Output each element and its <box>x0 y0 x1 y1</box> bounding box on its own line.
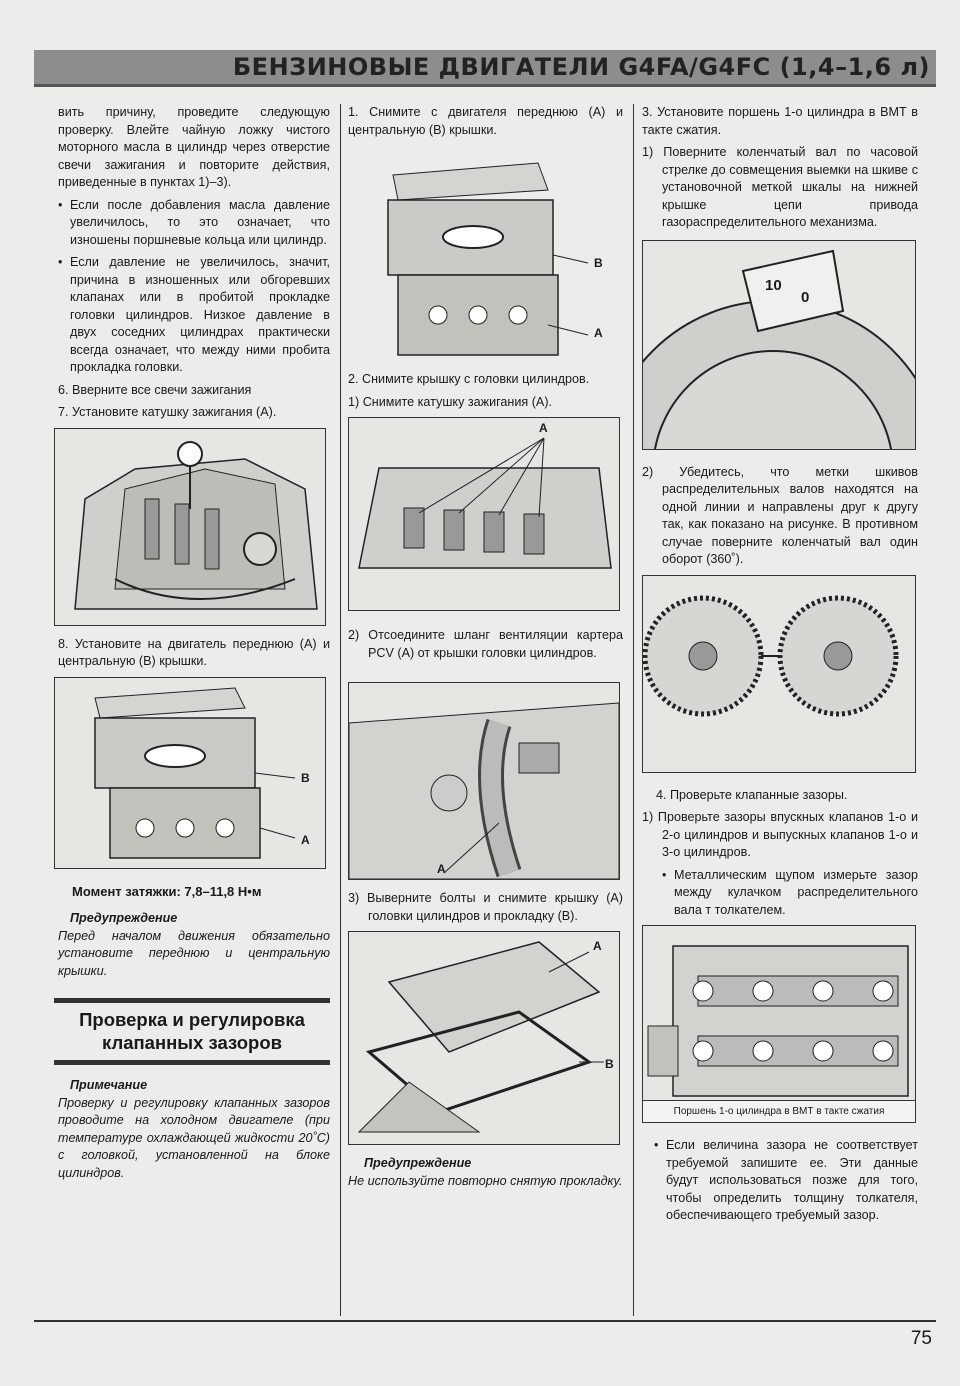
column-2: 1. Снимите с двигателя переднюю (А) и це… <box>348 104 623 1190</box>
figure-ignition-coils: A <box>348 417 620 611</box>
figure-caption: Поршень 1-о цилиндра в ВМТ в такте сжати… <box>643 1099 915 1122</box>
column-separator <box>340 104 341 1316</box>
page-header: БЕНЗИНОВЫЕ ДВИГАТЕЛИ G4FA/G4FC (1,4–1,6 … <box>34 50 936 87</box>
footer-rule <box>34 1320 936 1322</box>
figure-ignition-coil <box>54 427 326 626</box>
engine-covers-illustration <box>55 677 325 868</box>
pcv-hose-illustration <box>349 683 619 879</box>
label-a: A <box>539 421 548 435</box>
cylinder-head-top-illustration <box>643 926 915 1122</box>
figure-pcv-hose: A <box>348 682 620 880</box>
step-7: 7. Установите катушку зажигания (А). <box>58 405 277 419</box>
scale-mark-0: 0 <box>801 288 810 306</box>
step-1: 1. Снимите с двигателя переднюю (А) и це… <box>348 105 623 137</box>
figure-timing-scale: 10 0 <box>642 239 916 450</box>
note-text: Проверку и регулировку клапанных зазоров… <box>58 1095 330 1180</box>
bullet-item: Если величина зазора не соответствует тр… <box>654 1137 918 1225</box>
figure-remove-covers: B A <box>348 145 616 361</box>
label-a: A <box>437 862 446 876</box>
figure-engine-covers: B A <box>54 676 326 869</box>
bullet-item: Если давление не увеличилось, значит, пр… <box>58 254 330 377</box>
step-3-1: 1) Поверните коленчатый вал по часовой с… <box>642 145 918 229</box>
step-8: 8. Установите на двигатель переднюю (А) … <box>58 636 330 669</box>
figure-valve-clearance: Поршень 1-о цилиндра в ВМТ в такте сжати… <box>642 925 916 1123</box>
step-4: 4. Проверьте клапанные зазоры. <box>656 787 848 802</box>
step-3-2: 2) Убедитесь, что метки шкивов распредел… <box>642 464 918 567</box>
step-2: 2. Снимите крышку с головки цилиндров. <box>348 372 590 386</box>
warning-heading: Предупреждение <box>364 1156 472 1170</box>
figure-camshaft-marks <box>642 574 916 773</box>
engine-illustration <box>55 428 325 625</box>
warning-heading: Предупреждение <box>70 911 178 925</box>
label-b: B <box>605 1057 614 1071</box>
camshaft-sprockets-illustration <box>643 575 915 772</box>
step-6: 6. Вверните все свечи зажигания <box>58 382 252 397</box>
label-a: A <box>594 326 603 340</box>
label-b: B <box>301 770 310 785</box>
step-4-1: 1) Проверьте зазоры впускных клапанов 1-… <box>642 810 918 859</box>
header-title: БЕНЗИНОВЫЕ ДВИГАТЕЛИ G4FA/G4FC (1,4–1,6 … <box>232 53 930 81</box>
page-number: 75 <box>910 1328 932 1349</box>
step-2-2: 2) Отсоедините шланг вентиляции картера … <box>348 628 623 660</box>
bullet-item: Если после добавления масла давление уве… <box>58 197 330 250</box>
label-b: B <box>594 256 603 270</box>
paragraph: вить причину, проведите следующую провер… <box>58 105 330 189</box>
section-title: Проверка и регулировка клапанных зазоров <box>54 998 330 1065</box>
figure-cover-gasket: A B <box>348 931 620 1145</box>
cover-gasket-illustration <box>349 932 619 1144</box>
torque-spec: Момент затяжки: 7,8–11,8 Н•м <box>72 883 262 899</box>
column-1: вить причину, проведите следующую провер… <box>54 104 330 1182</box>
crankshaft-pulley-illustration <box>643 240 915 449</box>
label-a: A <box>301 832 310 847</box>
warning-text: Не используйте повторно снятую прокладку… <box>348 1173 623 1188</box>
bullet-item: Металлическим щупом измерьте зазор между… <box>662 867 918 920</box>
scale-mark-10: 10 <box>765 276 782 294</box>
column-3: 3. Установите поршень 1-о цилиндра в ВМТ… <box>642 104 918 1230</box>
step-2-1: 1) Снимите катушку зажигания (А). <box>348 394 553 409</box>
warning-text: Перед началом движения обязательно устан… <box>58 928 330 978</box>
column-separator <box>633 104 634 1316</box>
label-a: A <box>593 939 602 953</box>
note-heading: Примечание <box>70 1078 148 1092</box>
step-2-3: 3) Выверните болты и снимите крышку (А) … <box>348 891 623 923</box>
step-3: 3. Установите поршень 1-о цилиндра в ВМТ… <box>642 105 918 137</box>
cylinder-head-cover-illustration <box>349 418 619 610</box>
engine-covers-illustration <box>387 162 589 356</box>
